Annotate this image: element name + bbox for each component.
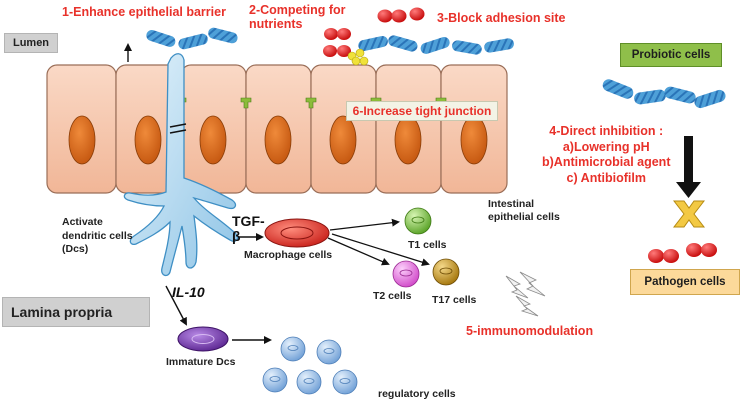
macrophage-cell — [264, 218, 330, 248]
probiotic-cells-label: Probiotic cells — [620, 43, 722, 67]
lamina-propria-label: Lamina propria — [2, 297, 150, 327]
competing-nutrients-label: 2-Competing for nutrients — [249, 3, 346, 31]
tight-junction-label: 6-Increase tight junction — [346, 101, 498, 121]
block-adhesion-label: 3-Block adhesion site — [437, 11, 566, 25]
pathogen-cells-label: Pathogen cells — [630, 269, 740, 295]
direct-inhibition-label: 4-Direct inhibition : a)Lowering pH b)An… — [542, 124, 671, 185]
immature-dcs-label: Immature Dcs — [166, 356, 236, 368]
regulatory-cells — [262, 336, 358, 395]
il10-label: IL-10 — [172, 284, 205, 300]
lumen-label: Lumen — [4, 33, 58, 53]
epithelial-layer — [46, 64, 508, 194]
nutrients — [347, 48, 369, 66]
inhibition-arrow — [676, 136, 701, 198]
regulatory-cells-label: regulatory cells — [378, 388, 456, 400]
t1-cell — [404, 207, 432, 235]
dendritic-cell — [123, 53, 239, 277]
lightning-icon — [505, 271, 546, 317]
enhance-barrier-label: 1-Enhance epithelial barrier — [62, 5, 226, 19]
immature-dc — [177, 326, 229, 352]
intestinal-epithelial-label: Intestinal epithelial cells — [488, 198, 560, 224]
dendritic-cells-label: Activate dendritic cells (Dcs) — [62, 216, 133, 256]
tgf-beta-label: TGF- β — [232, 213, 265, 244]
x-block-icon — [672, 200, 706, 228]
pathogens — [323, 7, 717, 263]
macrophage-label: Macrophage cells — [244, 249, 333, 261]
t1-cells-label: T1 cells — [408, 239, 447, 251]
t17-cells-label: T17 cells — [432, 294, 477, 306]
probiotic-bacteria — [146, 27, 726, 109]
tcell-arrows — [327, 218, 430, 267]
t2-cell — [392, 260, 420, 288]
immunomodulation-label: 5-immunomodulation — [466, 324, 594, 338]
t17-cell — [432, 258, 460, 286]
t2-cells-label: T2 cells — [373, 290, 412, 302]
